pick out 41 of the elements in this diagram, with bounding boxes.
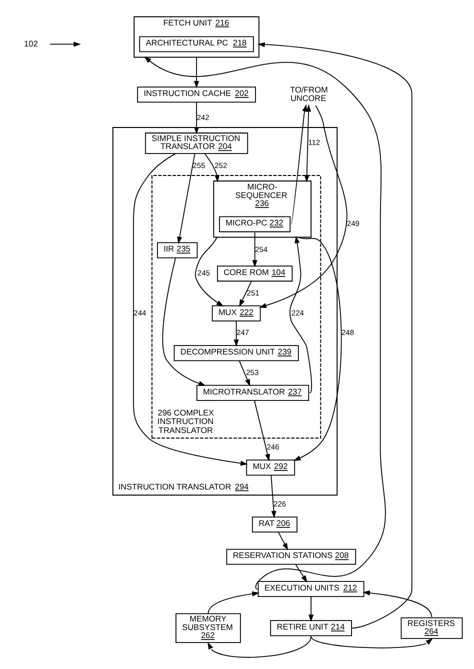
- arrow: [193, 102, 199, 134]
- arrow: [310, 636, 432, 648]
- edge-label: 253: [246, 368, 258, 377]
- edge-label: 254: [254, 245, 268, 254]
- edge-label: 112: [308, 138, 320, 148]
- arrow: [252, 232, 257, 268]
- arrow: [288, 236, 312, 394]
- edge-label: 249: [346, 219, 360, 228]
- arrow: [254, 400, 270, 462]
- arrow: [362, 590, 432, 618]
- edge-label: 245: [196, 268, 210, 278]
- arrow: [49, 42, 80, 47]
- arrow: [194, 236, 224, 306]
- edge-label: 244: [133, 308, 146, 318]
- edge-label: 251: [246, 288, 259, 298]
- arrow: [132, 153, 248, 466]
- arrow: [176, 153, 195, 244]
- edge-label: 252: [214, 160, 227, 170]
- edge-label: 247: [236, 328, 249, 338]
- edge-label: 226: [273, 500, 286, 509]
- edge-label: 246: [266, 442, 279, 452]
- edge-label: 248: [340, 328, 354, 338]
- arrow: [292, 236, 342, 461]
- arrow: [193, 56, 199, 88]
- arrow: [233, 320, 238, 347]
- arrow: [162, 258, 206, 386]
- arrow: [290, 104, 311, 225]
- arrow: [294, 564, 307, 583]
- arrow: [238, 280, 252, 307]
- arrow: [207, 636, 311, 658]
- edge-label: 224: [290, 308, 304, 318]
- arrow: [308, 596, 314, 622]
- arrow: [207, 591, 259, 614]
- arrow: [238, 360, 250, 386]
- arrow: [204, 153, 220, 182]
- arrow: [278, 532, 288, 550]
- edge-label: 242: [196, 112, 209, 122]
- arrow: [270, 474, 276, 518]
- arrow: [302, 104, 311, 182]
- edge-label: 255: [192, 160, 205, 170]
- arrow: [258, 105, 347, 308]
